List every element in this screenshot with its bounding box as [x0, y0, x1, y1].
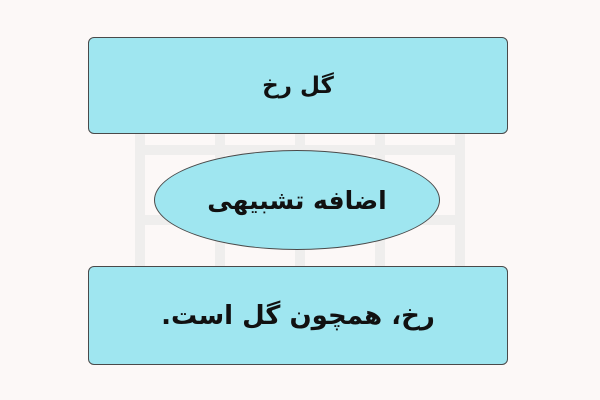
center-ellipse: اضافه تشبیهی: [154, 150, 440, 250]
top-box-text: گل رخ: [262, 72, 334, 99]
bottom-box-text: رخ، همچون گل است.: [161, 300, 435, 331]
bottom-box: رخ، همچون گل است.: [88, 266, 508, 365]
top-box: گل رخ: [88, 37, 508, 134]
center-ellipse-text: اضافه تشبیهی: [207, 185, 387, 215]
